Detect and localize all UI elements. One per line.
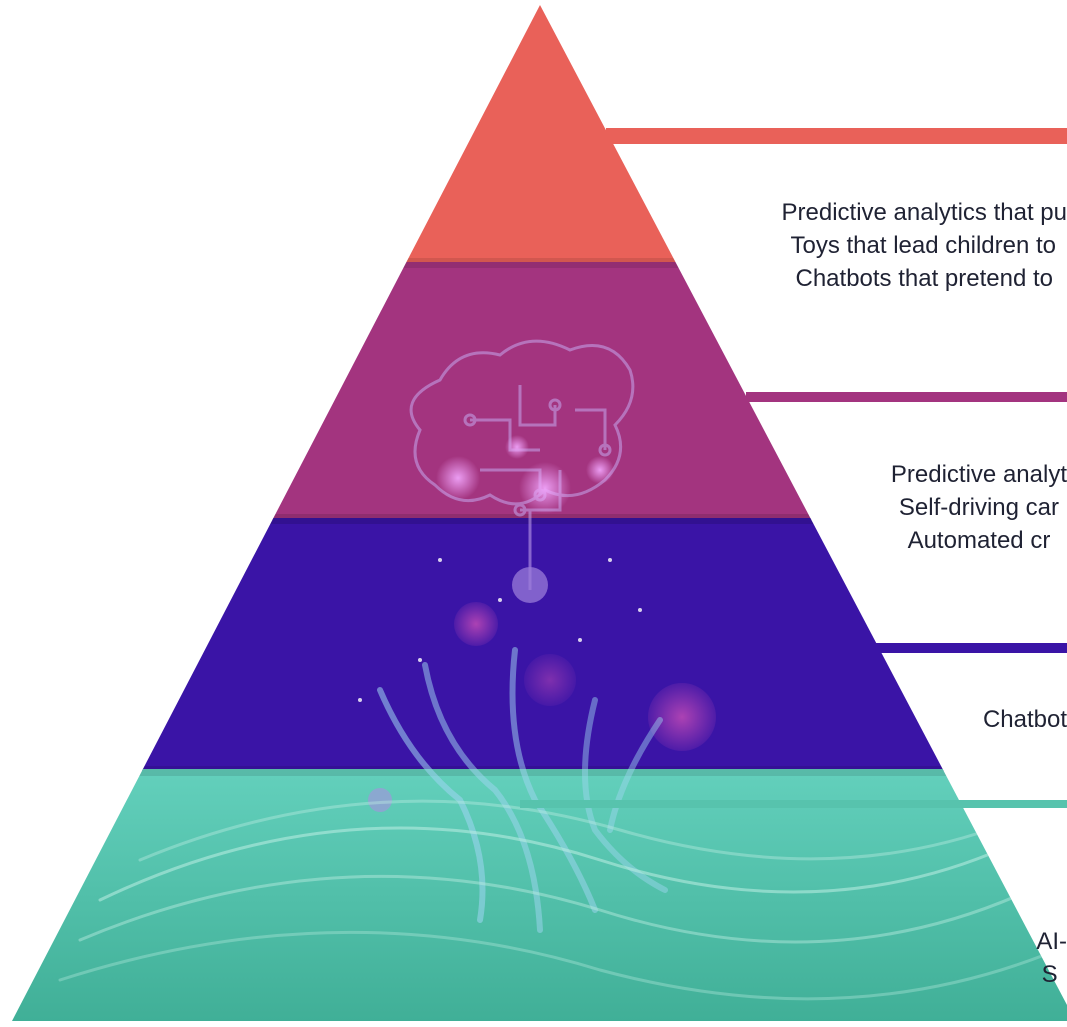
glow-particles [358,435,716,812]
tier-1-line-2: Toys that lead children to [790,232,1057,259]
connector-line-base [520,800,1067,808]
tier-2-line-3: Automated cr [907,527,1051,554]
connector-line-lower-mid [873,643,1067,653]
connector-line-upper-mid [746,392,1067,402]
connector-line-top [606,128,1067,144]
tier-3-description: Chatbot [983,703,1067,736]
tier-4-line-2: S [1041,961,1058,988]
wave-lines-illustration [58,647,1067,1001]
tier-2-line-1: Predictive analyt [890,461,1067,488]
tier-2-line-2: Self-driving car [898,494,1059,521]
tier-1-line-1: Predictive analytics that pu [781,199,1067,226]
tier-1-description: Predictive analytics that pu Toys that l… [782,196,1067,295]
tier-2-description: Predictive analyt Self-driving car Autom… [891,458,1067,557]
tier-4-description: AI- S [1036,925,1067,991]
tier-3-line-1: Chatbot [982,706,1067,733]
tier-4-line-1: AI- [1036,928,1067,955]
tier-1-line-3: Chatbots that pretend to [795,265,1054,292]
